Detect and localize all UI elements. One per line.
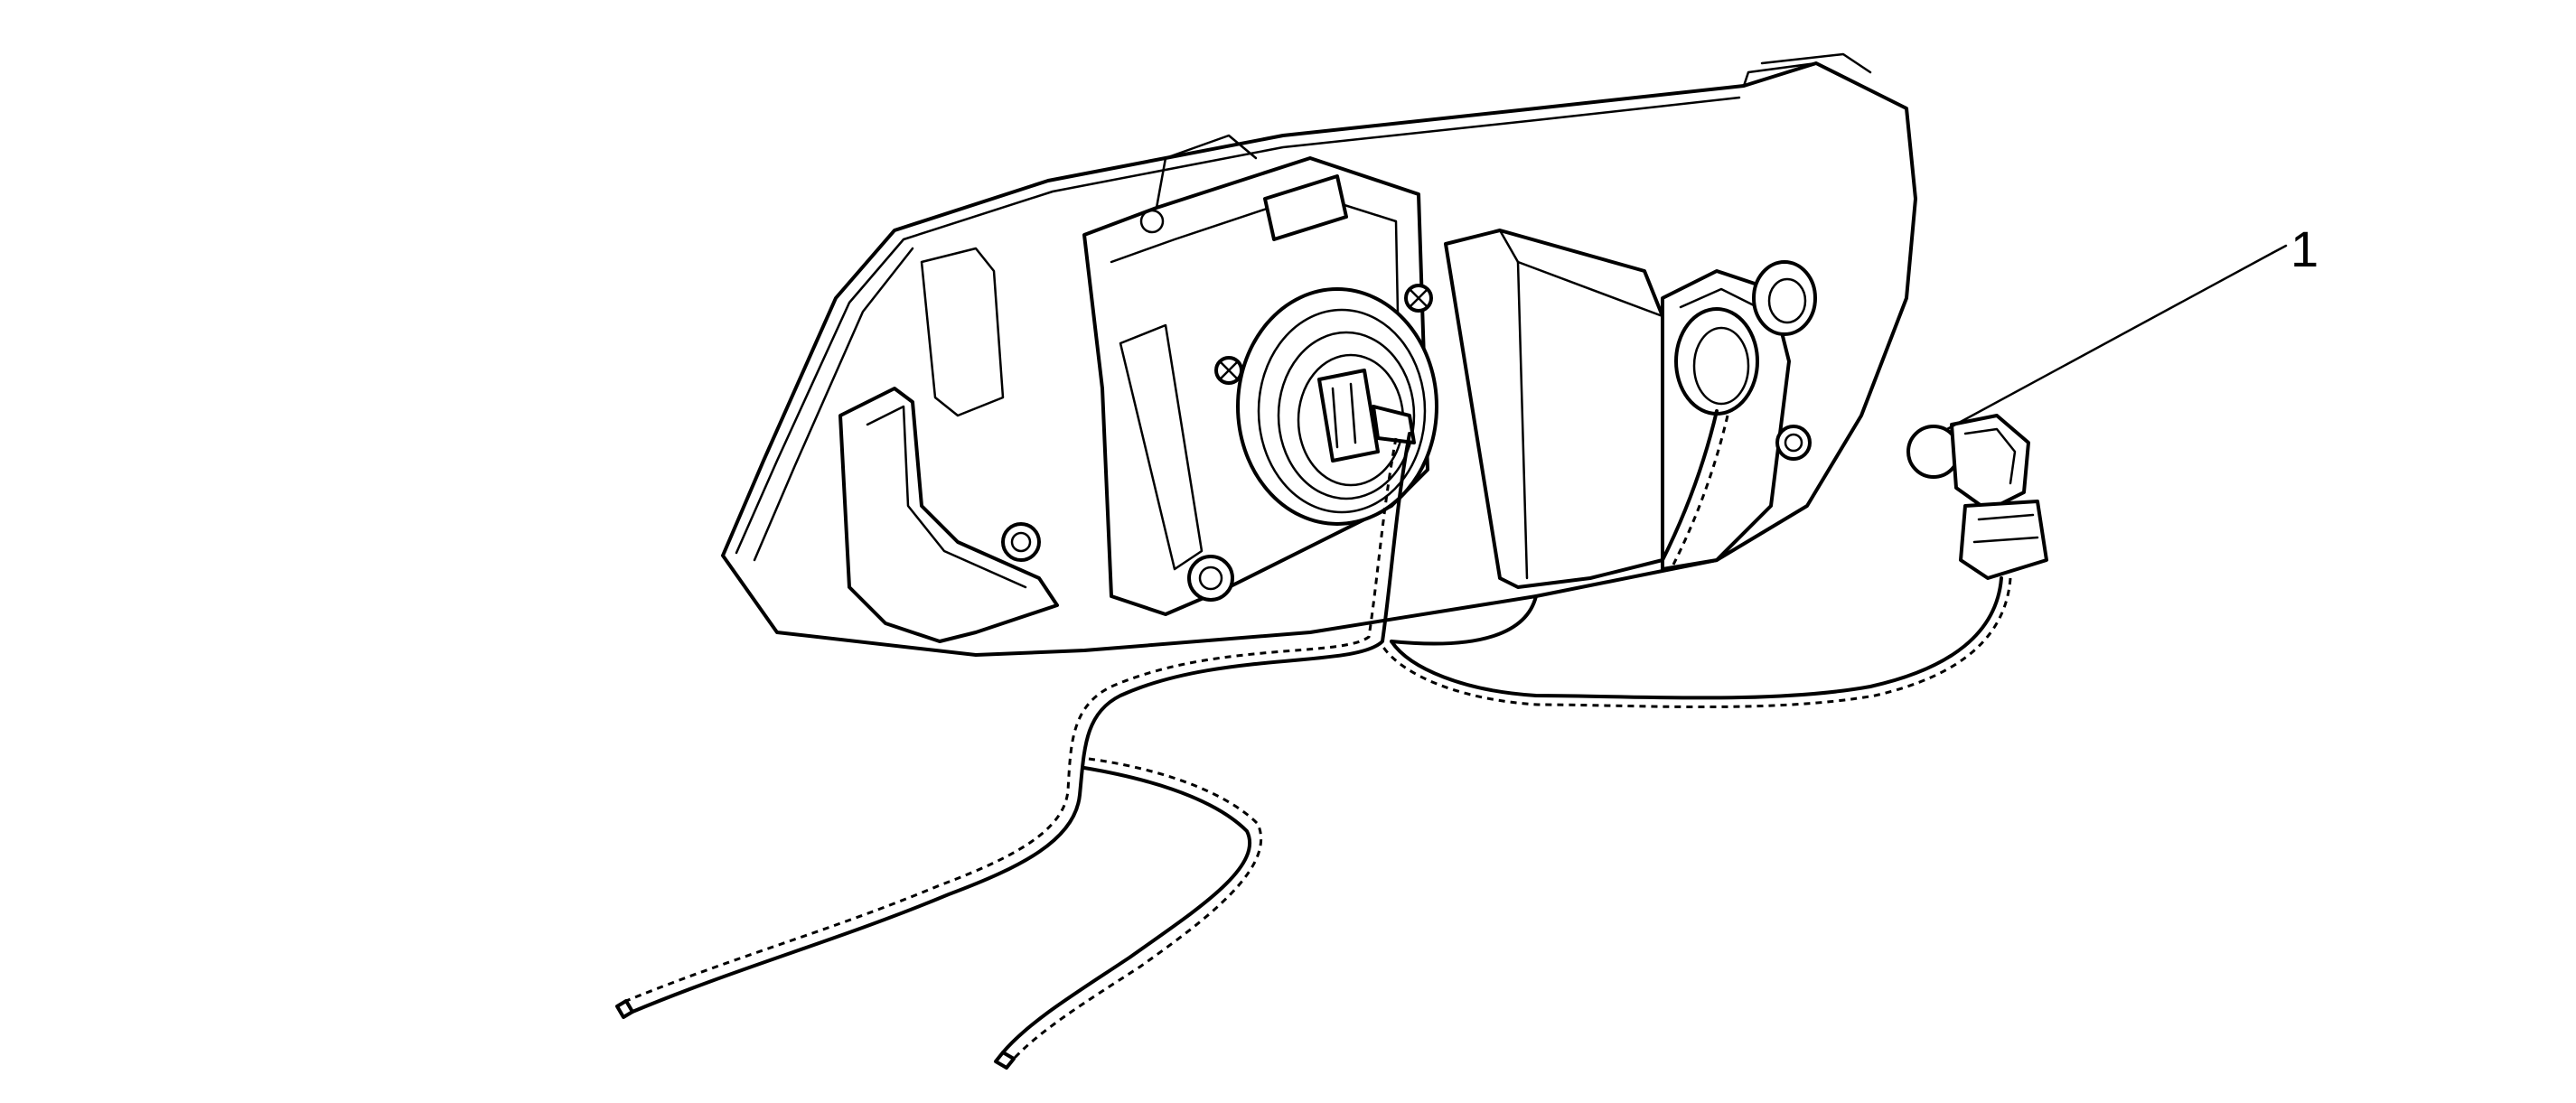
side-marker-socket — [1752, 260, 1817, 461]
callout-1-leader-tail — [2271, 244, 2288, 255]
left-mount-bracket — [838, 247, 1059, 643]
headlamp-bulb-socket — [1236, 287, 1438, 526]
callout-1: 1 — [1945, 220, 2318, 431]
bulb-and-connector — [1906, 414, 2048, 580]
wiring-harness — [615, 409, 1729, 1070]
bulb-pigtail-wire — [1381, 576, 2012, 708]
turn-signal-socket — [1674, 307, 1759, 416]
adjuster-screw-right — [1404, 284, 1433, 313]
callout-1-label: 1 — [2290, 220, 2318, 277]
callout-1-leader-line — [1945, 251, 2274, 431]
adjuster-screw-top — [1214, 356, 1243, 385]
